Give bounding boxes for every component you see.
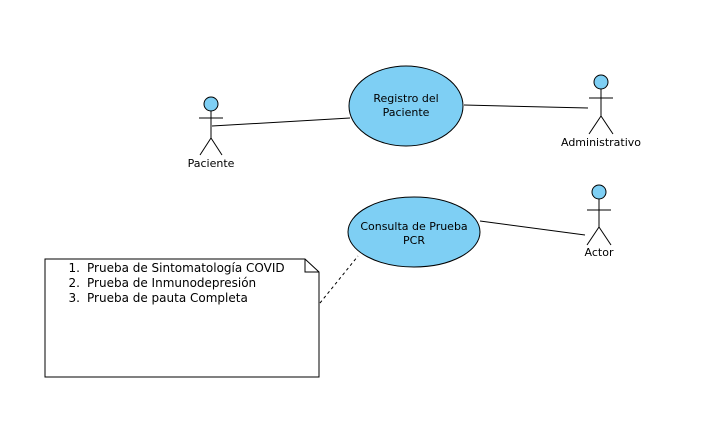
actor-administrativo[interactable]: Administrativo xyxy=(561,74,641,149)
note-anchor-line xyxy=(319,255,359,304)
use-case-consulta-line-1: Consulta de Prueba xyxy=(360,220,467,233)
use-case-registro-ellipse xyxy=(348,65,464,147)
actor-actor[interactable]: Actor xyxy=(585,184,614,259)
note-item-2-marker: 2. xyxy=(69,276,80,290)
actor-administrativo-head xyxy=(593,74,609,90)
association-consulta-actor xyxy=(479,220,586,236)
use-case-registro-line-1: Registro del xyxy=(373,92,438,105)
actor-paciente[interactable]: Paciente xyxy=(188,96,235,170)
note-shape xyxy=(44,258,320,378)
association-registro-administrativo xyxy=(463,104,589,109)
use-case-registro-line-2: Paciente xyxy=(383,106,430,119)
actor-actor-label: Actor xyxy=(585,246,614,259)
note-item-3-marker: 3. xyxy=(69,291,80,305)
note-item-3: Prueba de pauta Completa xyxy=(87,291,248,305)
note-fold xyxy=(304,259,319,273)
note[interactable]: 1. Prueba de Sintomatología COVID 2. Pru… xyxy=(44,258,320,378)
association-paciente-registro xyxy=(211,117,351,127)
note-item-2: Prueba de Inmunodepresión xyxy=(87,276,256,290)
use-case-consulta-pcr[interactable]: Consulta de Prueba PCR xyxy=(347,196,481,268)
actor-actor-head xyxy=(591,184,607,200)
use-case-consulta-ellipse xyxy=(347,196,481,268)
note-item-1-marker: 1. xyxy=(69,261,80,275)
note-item-1: Prueba de Sintomatología COVID xyxy=(87,261,285,275)
actor-administrativo-label: Administrativo xyxy=(561,136,641,149)
use-case-registro-paciente[interactable]: Registro del Paciente xyxy=(348,65,464,147)
use-case-consulta-line-2: PCR xyxy=(403,234,425,247)
actor-paciente-label: Paciente xyxy=(188,157,235,170)
actor-paciente-head xyxy=(203,96,219,112)
